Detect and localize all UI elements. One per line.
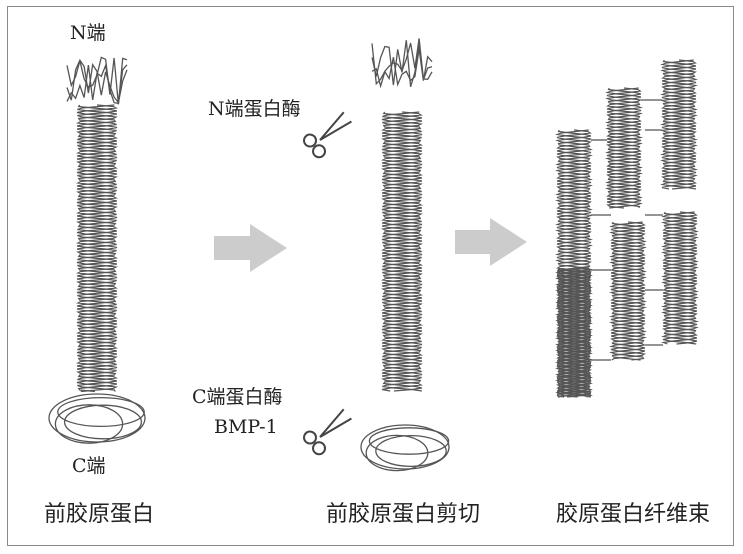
- cleaved-c-propeptide: [360, 424, 450, 472]
- arrow-right-icon: [214, 224, 287, 272]
- c-terminus-label: C端: [72, 455, 106, 477]
- scissors-icon: [303, 111, 352, 159]
- scissors-icon: [303, 408, 352, 456]
- n-terminus-label: N端: [70, 22, 106, 44]
- tropocollagen-helix: [381, 111, 423, 392]
- collagen-fibril-helix: [661, 211, 699, 345]
- c-propeptide-tangle: [48, 393, 146, 444]
- crosslink-group: [591, 99, 663, 361]
- arrow-right-icon: [455, 218, 527, 266]
- c-protease-label: C端蛋白酶: [192, 386, 283, 408]
- collagen-fibril-helix: [609, 221, 647, 361]
- tangle-group: [48, 38, 450, 472]
- n-protease-label: N端蛋白酶: [208, 98, 301, 120]
- collagen-fibril-helix: [555, 267, 593, 398]
- collagen-fibril-helix: [660, 59, 698, 190]
- cleaved-n-propeptide: [371, 38, 433, 89]
- helix-group: [76, 59, 699, 398]
- stage2-caption: 前胶原蛋白剪切: [326, 502, 481, 527]
- collagen-fibril-helix: [555, 129, 593, 398]
- bmp1-label: BMP-1: [214, 416, 278, 438]
- stage1-caption: 前胶原蛋白: [44, 502, 155, 527]
- stage3-caption: 胶原蛋白纤维束: [556, 502, 711, 527]
- collagen-fibril-helix: [605, 87, 643, 209]
- n-propeptide-tangle: [66, 56, 128, 105]
- procollagen-helix: [76, 104, 118, 393]
